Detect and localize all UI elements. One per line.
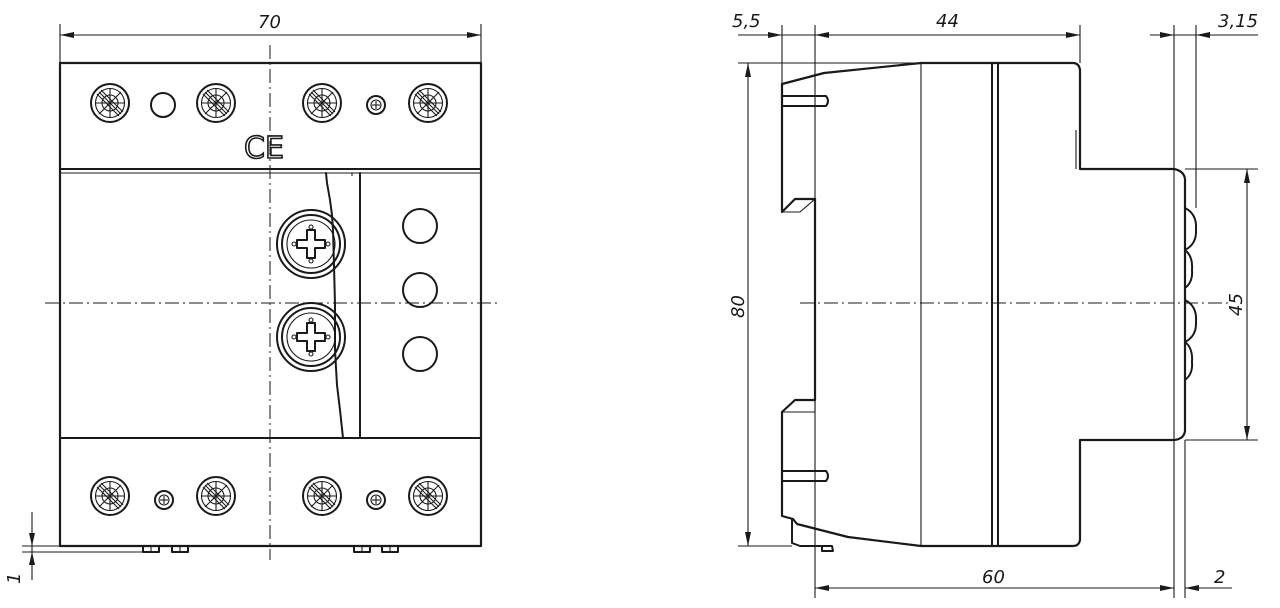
terminal-screw-icon xyxy=(90,83,130,123)
side-body-depth-label: 44 xyxy=(936,11,959,32)
indicator-window-icon xyxy=(402,272,438,308)
terminal-screw-icon xyxy=(196,476,236,516)
front-bottom-offset-dimension: 1 xyxy=(4,512,143,584)
terminal-hole-icon xyxy=(150,92,176,118)
terminal-screw-icon xyxy=(302,83,342,123)
din-clip-feet xyxy=(142,545,399,553)
terminal-screw-icon xyxy=(90,476,130,516)
side-top-dimensions: 5,5 44 3,15 xyxy=(732,11,1258,208)
front-view: CE xyxy=(4,12,497,584)
side-height-label: 80 xyxy=(728,295,749,318)
indicator-window-icon xyxy=(402,336,438,372)
side-face-height-label: 45 xyxy=(1226,293,1247,316)
side-knob-profile xyxy=(1173,169,1198,440)
front-width-dimension: 70 xyxy=(59,12,482,63)
side-bottom-dimensions: 60 2 xyxy=(814,440,1232,598)
front-width-label: 70 xyxy=(258,12,281,33)
side-height-dimension: 80 xyxy=(728,62,921,547)
side-face-height-dimension: 45 xyxy=(1185,168,1258,441)
terminal-screw-icon xyxy=(196,83,236,123)
terminal-screw-icon xyxy=(408,476,448,516)
side-front-offset-label: 2 xyxy=(1214,567,1225,588)
side-total-depth-label: 60 xyxy=(982,567,1005,588)
front-bottom-offset-label: 1 xyxy=(4,573,25,584)
terminal-screw-icon xyxy=(302,476,342,516)
side-view: 5,5 44 3,15 80 45 xyxy=(728,11,1258,598)
side-rail-offset-label: 5,5 xyxy=(732,11,761,32)
side-body-outline xyxy=(780,61,1187,548)
ce-mark-icon: CE xyxy=(244,131,284,166)
indicator-window-icon xyxy=(402,208,438,244)
lever-slot-outline xyxy=(325,172,344,439)
side-knob-offset-label: 3,15 xyxy=(1218,11,1258,32)
terminal-screw-icon xyxy=(408,83,448,123)
